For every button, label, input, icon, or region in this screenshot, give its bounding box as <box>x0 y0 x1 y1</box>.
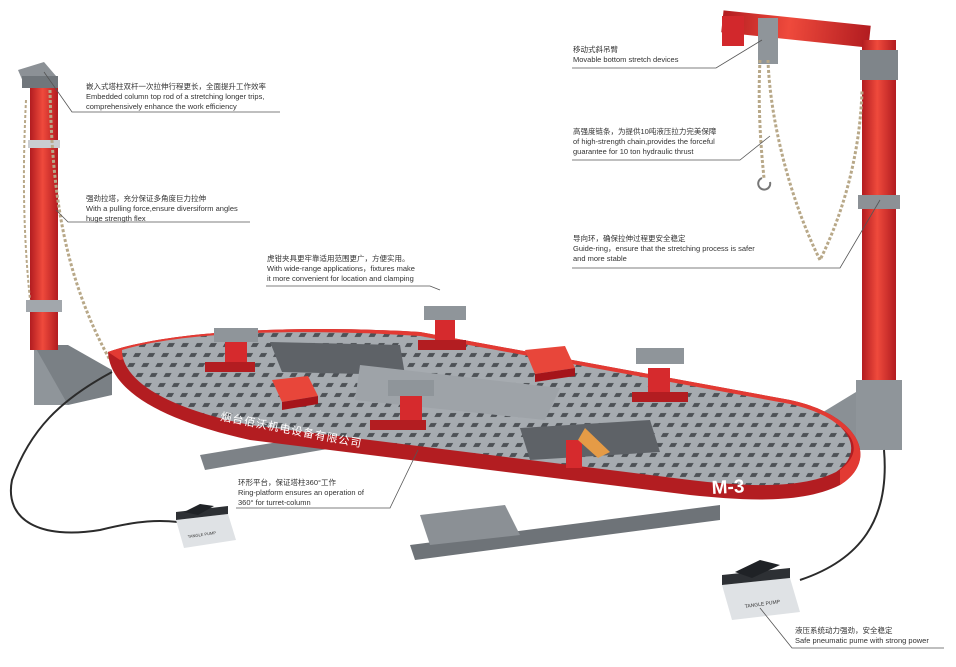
callout-embedded-column: 嵌入式塔柱双杆一次拉伸行程更长，全面提升工作效率 Embedded column… <box>86 82 266 112</box>
callout-lines <box>43 39 944 649</box>
callout-en-1: Safe pneumatic pume with strong power <box>795 636 929 645</box>
callout-en-1: of high-strength chain,provides the forc… <box>573 137 715 146</box>
callout-en-1: With wide-range applications，fixtures ma… <box>267 264 415 273</box>
callout-en-1: Guide-ring，ensure that the stretching pr… <box>573 244 755 253</box>
callout-zh: 高强度链条，为提供10吨液压拉力完美保障 <box>573 127 717 136</box>
vise-fixtures <box>205 306 688 468</box>
callout-en-2: huge strength flex <box>86 214 146 223</box>
callout-en-1: With a pulling force,ensure diversiform … <box>86 204 238 213</box>
callout-ring-platform: 环形平台，保证塔柱360°工作 Ring-platform ensures an… <box>238 478 364 508</box>
left-chain <box>48 89 112 361</box>
callout-zh: 虎钳夹具更牢靠适用范围更广，方便实用。 <box>267 254 410 263</box>
right-tower-column <box>721 10 902 450</box>
right-pump <box>722 560 800 620</box>
left-hose <box>9 371 179 534</box>
callout-en-1: Movable bottom stretch devices <box>573 55 679 64</box>
callout-zh: 强劲拉塔，充分保证多角度巨力拉伸 <box>86 194 206 203</box>
callout-en-2: it more convenient for location and clam… <box>267 274 414 283</box>
callout-en-2: comprehensively enhance the work efficie… <box>86 102 237 111</box>
left-tower-column <box>18 62 112 405</box>
clamp-blocks <box>272 346 575 410</box>
callout-en-1: Ring-platform ensures an operation of <box>238 488 364 497</box>
callout-en-1: Embedded column top rod of a stretching … <box>86 92 265 101</box>
left-pump <box>176 504 236 548</box>
callout-zh: 移动式斜吊臂 <box>573 45 618 54</box>
right-pump-brand: TANGLE PUMP <box>744 599 781 610</box>
callout-pump: 液压系统动力强劲，安全稳定 Safe pneumatic pume with s… <box>795 626 929 646</box>
callout-en-2: guarantee for 10 ton hydraulic thrust <box>573 147 694 156</box>
callout-en-2: 360° for turret-column <box>238 498 311 507</box>
callout-zh: 液压系统动力强劲，安全稳定 <box>795 626 893 635</box>
callout-chain: 高强度链条，为提供10吨液压拉力完美保障 of high-strength ch… <box>573 127 716 157</box>
callout-en-2: and more stable <box>573 254 627 263</box>
model-label: M-3 <box>711 476 745 499</box>
callout-zh: 导向环，确保拉伸过程更安全稳定 <box>573 234 686 243</box>
callout-zh: 环形平台，保证塔柱360°工作 <box>238 478 337 487</box>
callout-pulling-force: 强劲拉塔，充分保证多角度巨力拉伸 With a pulling force,en… <box>86 194 238 224</box>
right-hose <box>799 449 886 581</box>
callout-guide-ring: 导向环，确保拉伸过程更安全稳定 Guide-ring，ensure that t… <box>573 234 755 264</box>
right-chain <box>766 59 864 264</box>
callout-movable-arm: 移动式斜吊臂 Movable bottom stretch devices <box>573 45 678 65</box>
left-pump-brand: TANGLE PUMP <box>187 530 216 539</box>
callout-fixtures: 虎钳夹具更牢靠适用范围更广，方便实用。 With wide-range appl… <box>267 254 415 284</box>
callout-zh: 嵌入式塔柱双杆一次拉伸行程更长，全面提升工作效率 <box>86 82 266 91</box>
